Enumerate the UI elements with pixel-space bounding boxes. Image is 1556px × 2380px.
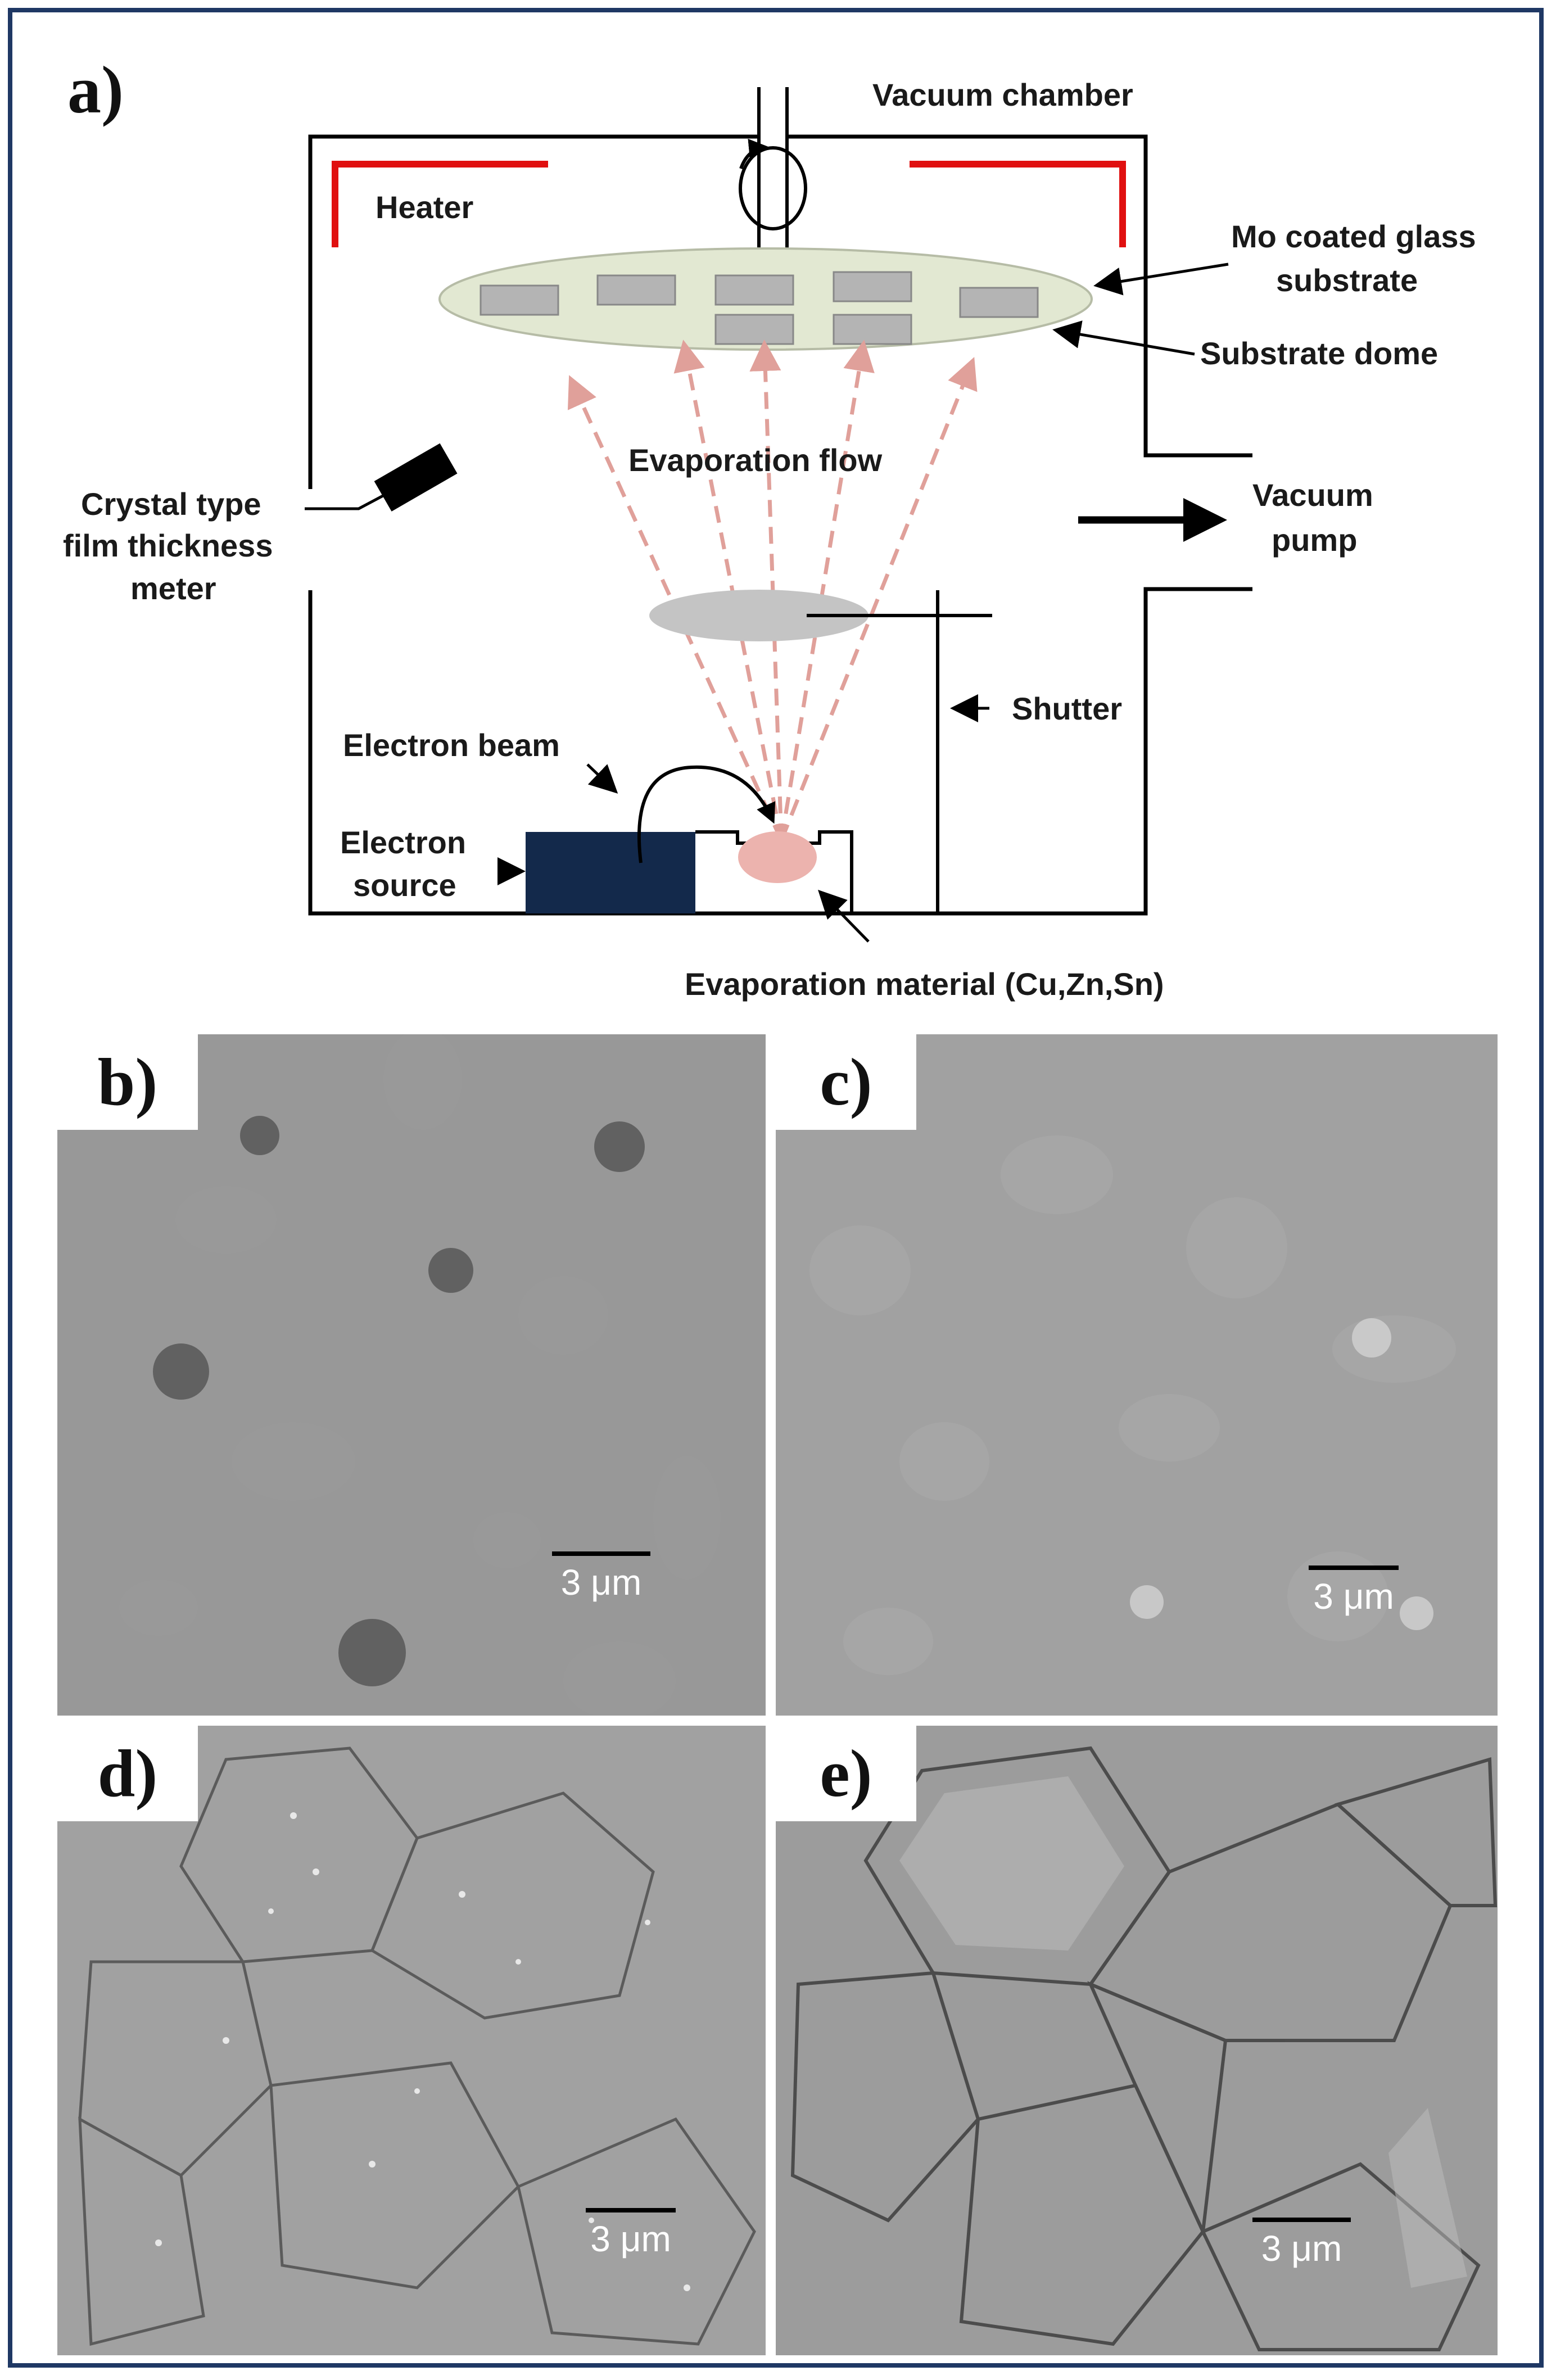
label-evaporation-material: Evaporation material (Cu,Zn,Sn) [685, 966, 1164, 1002]
label-heater: Heater [376, 189, 473, 225]
scale-bar-c: 3 μm [1309, 1565, 1399, 1617]
scale-bar-line [1252, 2218, 1351, 2222]
evaporation-material [738, 831, 817, 883]
sem-texture [776, 1034, 1498, 1716]
sem-image-e: e) 3 μm [776, 1726, 1498, 2355]
electron-source [526, 832, 695, 913]
chamber-wall [308, 134, 1252, 916]
sem-texture [57, 1726, 766, 2355]
label-electron-line1: Electron [340, 825, 466, 860]
panel-a-letter: a) [67, 52, 124, 127]
panel-c-letter: c) [776, 1034, 916, 1130]
label-shutter: Shutter [1012, 691, 1122, 726]
electron-beam-path [637, 765, 776, 863]
scale-bar-line [1309, 1565, 1399, 1570]
panel-d-letter: d) [57, 1726, 198, 1821]
label-crystal-line3: meter [130, 571, 216, 606]
sem-image-d: d) 3 μm [57, 1726, 766, 2355]
label-vacuum-line1: Vacuum [1252, 477, 1373, 513]
label-substrate-dome: Substrate dome [1200, 336, 1438, 371]
panel-e-letter: e) [776, 1726, 916, 1821]
scale-bar-label: 3 μm [1313, 1576, 1394, 1617]
thickness-meter-sensor [305, 443, 458, 512]
scale-bar-label: 3 μm [560, 1562, 642, 1603]
shutter-arm [807, 590, 992, 913]
label-electron-beam: Electron beam [343, 727, 560, 763]
scale-bar-line [586, 2208, 676, 2212]
label-substrate-line1: Mo coated glass [1231, 219, 1476, 254]
scale-bar-label: 3 μm [590, 2219, 671, 2259]
scale-bar-e: 3 μm [1252, 2218, 1351, 2269]
label-electron-line2: source [353, 867, 456, 903]
substrate-samples [480, 271, 1039, 345]
evaporation-chamber-diagram: a) [63, 52, 1476, 1002]
sem-texture [57, 1034, 766, 1716]
shutter-disc [649, 590, 869, 641]
sem-texture [776, 1726, 1498, 2355]
scale-bar-d: 3 μm [586, 2208, 676, 2260]
crucible [695, 830, 853, 913]
rotation-shaft [739, 87, 807, 261]
label-vacuum-line2: pump [1272, 522, 1357, 558]
sem-image-b: b) 3 μm [57, 1034, 766, 1716]
scale-bar-b: 3 μm [552, 1551, 650, 1603]
label-vacuum-chamber: Vacuum chamber [872, 77, 1133, 112]
label-substrate-line2: substrate [1276, 263, 1418, 298]
panel-b-letter: b) [57, 1034, 198, 1130]
label-evaporation-flow: Evaporation flow [628, 442, 883, 478]
scale-bar-label: 3 μm [1261, 2228, 1342, 2269]
sem-image-c: c) 3 μm [776, 1034, 1498, 1716]
label-crystal-line1: Crystal type [81, 486, 261, 522]
heater [332, 161, 1126, 247]
label-crystal-line2: film thickness [63, 528, 273, 563]
scale-bar-line [552, 1551, 650, 1556]
pointer-arrows [497, 263, 1229, 943]
